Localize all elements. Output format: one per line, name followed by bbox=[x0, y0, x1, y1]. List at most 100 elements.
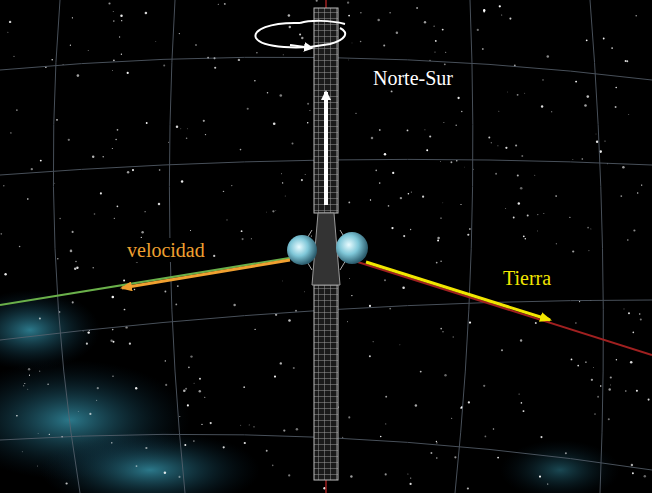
star bbox=[622, 166, 625, 169]
star bbox=[628, 312, 630, 314]
star bbox=[178, 476, 180, 478]
star bbox=[243, 386, 245, 388]
star bbox=[410, 229, 411, 230]
star bbox=[301, 179, 303, 181]
star bbox=[70, 45, 71, 46]
star bbox=[547, 483, 548, 484]
star bbox=[185, 388, 187, 390]
star bbox=[146, 122, 148, 124]
star bbox=[379, 129, 381, 131]
star bbox=[371, 137, 374, 140]
star bbox=[593, 366, 595, 368]
star bbox=[280, 362, 282, 364]
star bbox=[424, 129, 425, 130]
star bbox=[380, 436, 382, 438]
star bbox=[429, 135, 431, 137]
star bbox=[351, 42, 353, 44]
star bbox=[39, 371, 40, 372]
star bbox=[437, 240, 439, 242]
star bbox=[145, 447, 147, 449]
star bbox=[392, 172, 394, 174]
star bbox=[379, 182, 381, 184]
star bbox=[350, 475, 352, 477]
star bbox=[537, 230, 539, 232]
star bbox=[501, 349, 503, 351]
star bbox=[72, 17, 73, 18]
star bbox=[440, 260, 442, 262]
star bbox=[375, 170, 377, 172]
star bbox=[347, 321, 349, 323]
star bbox=[591, 379, 593, 381]
star bbox=[120, 15, 122, 17]
star bbox=[102, 156, 103, 157]
star bbox=[165, 360, 166, 361]
star bbox=[587, 227, 589, 229]
star bbox=[626, 60, 628, 62]
star bbox=[125, 326, 127, 328]
star bbox=[442, 331, 443, 332]
star bbox=[497, 145, 498, 146]
star bbox=[450, 161, 452, 163]
star bbox=[635, 15, 637, 17]
star bbox=[467, 487, 469, 489]
star bbox=[436, 442, 437, 443]
star bbox=[27, 389, 28, 390]
star bbox=[119, 36, 120, 37]
star bbox=[205, 134, 206, 135]
star bbox=[587, 95, 590, 98]
star bbox=[596, 140, 598, 142]
star bbox=[248, 424, 250, 426]
star bbox=[513, 217, 515, 219]
star bbox=[136, 465, 138, 467]
star bbox=[288, 319, 291, 322]
star bbox=[535, 322, 537, 324]
star bbox=[505, 147, 507, 149]
star bbox=[640, 319, 642, 321]
star bbox=[356, 113, 357, 114]
star bbox=[77, 411, 79, 413]
star bbox=[281, 173, 283, 175]
north-south-arrow bbox=[324, 92, 328, 205]
star bbox=[495, 173, 497, 175]
star bbox=[399, 344, 401, 346]
velocity-arrow bbox=[122, 260, 290, 288]
star bbox=[254, 80, 256, 82]
star bbox=[282, 280, 284, 282]
star bbox=[186, 128, 188, 130]
star bbox=[112, 11, 114, 13]
star bbox=[389, 308, 391, 310]
star bbox=[415, 404, 417, 406]
star bbox=[623, 308, 625, 310]
star bbox=[499, 5, 501, 7]
star bbox=[610, 376, 612, 378]
star bbox=[348, 201, 350, 203]
star bbox=[187, 404, 189, 406]
star bbox=[9, 21, 11, 23]
satellite-body bbox=[287, 213, 368, 285]
star bbox=[272, 465, 274, 467]
star bbox=[360, 12, 361, 13]
star bbox=[521, 155, 523, 157]
star bbox=[165, 384, 167, 386]
star bbox=[23, 385, 24, 386]
star bbox=[113, 20, 115, 22]
star bbox=[280, 94, 283, 97]
star bbox=[188, 367, 190, 369]
star bbox=[440, 217, 441, 218]
star bbox=[233, 304, 236, 307]
star bbox=[422, 196, 424, 198]
star bbox=[426, 149, 428, 151]
star bbox=[224, 3, 226, 5]
star bbox=[242, 238, 244, 240]
star bbox=[293, 367, 295, 369]
axis-label: Norte-Sur bbox=[370, 66, 456, 90]
star bbox=[92, 155, 94, 157]
star bbox=[541, 105, 543, 107]
star bbox=[194, 383, 195, 384]
star bbox=[461, 111, 462, 112]
star bbox=[565, 452, 567, 454]
star bbox=[223, 446, 225, 448]
star bbox=[491, 142, 492, 143]
